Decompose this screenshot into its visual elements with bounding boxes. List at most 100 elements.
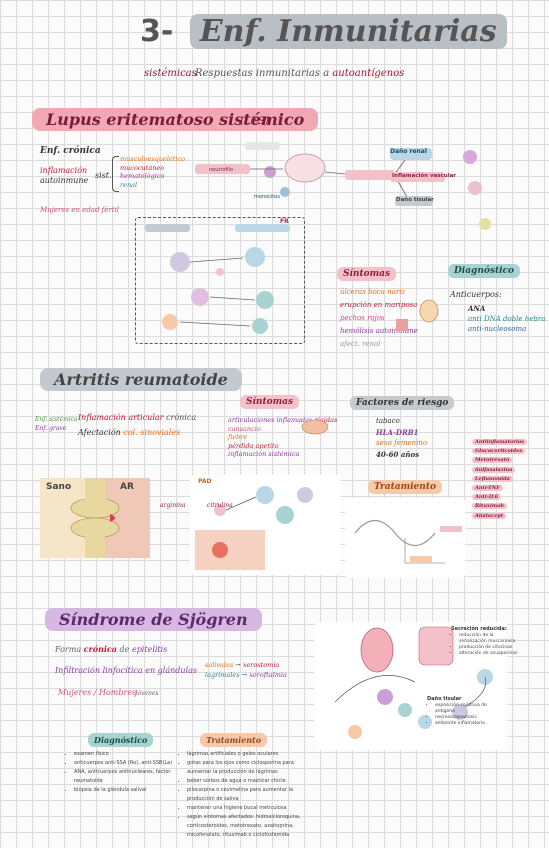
sintoma-item: afect. renal: [340, 340, 381, 348]
lupus-enf: Enf. crónica: [40, 146, 101, 156]
sj-trat-item: lágrimas artificiales o geles oculares: [187, 750, 312, 759]
pathway-box-tisular: [395, 196, 433, 206]
treatment-item: Anti-TNF: [472, 485, 503, 492]
sj-dano-item: ambiente inflamatorio: [435, 721, 505, 727]
label-monocitos: monocitos: [254, 194, 280, 200]
sjogren-title-text: Síndrome de Sjögren: [59, 610, 248, 629]
label-sano: Sano: [46, 482, 72, 492]
joint-svg: [40, 478, 150, 558]
sj-forma-b: crónica: [83, 644, 117, 654]
sj-trat-item: beber sorbos de agua o masticar chicle: [187, 777, 312, 786]
label-inflam-vascular: Inflamación vascular: [392, 173, 457, 179]
title-box: Enf. Inmunitarias: [189, 14, 507, 49]
sj-diag-item: ANA, anticuerpos antinucleares, factor r…: [74, 768, 179, 786]
subtitle-highlight: autoantígenos: [332, 68, 405, 79]
sj-dano-title: Daño tisular: [427, 696, 462, 702]
lupus-dashed-box: [135, 217, 305, 344]
ar-title: Artritis reumatoide: [40, 368, 242, 391]
sj-lagrimales: lagrimales: [205, 671, 240, 679]
sj-forma: Forma crónica de epitelitis: [55, 644, 167, 654]
diag-item: anti-nucleosoma: [468, 325, 527, 333]
pathway-box-vascular: [390, 172, 445, 182]
lupus-diag-title: Diagnóstico: [448, 264, 521, 278]
sj-infil: Infiltración linfocítica en glándulas: [55, 666, 197, 675]
sj-dano-item: necrosis/apoptosis: [435, 715, 505, 721]
sj-gland-diagram: [315, 622, 507, 750]
sj-salivales: salivales: [205, 661, 234, 669]
lupus-anticuerpos: Anticuerpos:: [450, 290, 502, 299]
sj-xerostomia: xerostomía: [242, 661, 280, 669]
immune-cell: [252, 318, 268, 334]
ar-line1: Inflamación articular crónica: [78, 413, 196, 422]
diag-item: ANA: [468, 304, 486, 313]
ar-treatment-list: Antiinflamatorios Glucocorticoides Metot…: [472, 438, 527, 521]
sj-forma-c: de: [119, 645, 130, 654]
organs-list: musculoesquelético mucocutáneo hematológ…: [120, 155, 185, 189]
immune-cell: [162, 314, 178, 330]
pathway-cell: [284, 153, 326, 183]
label-arginina: arginina: [160, 502, 186, 509]
sj-edad: Jóvenes: [135, 690, 159, 697]
label-dano-tisular: Daño tisular: [396, 197, 434, 203]
factor-item: HLA-DRB1: [376, 428, 419, 437]
lupus-auto: autoinmune: [40, 176, 89, 185]
sj-secrecion-item: alteración de acuaporinas: [459, 651, 519, 657]
sj-diag-title: Diagnóstico: [88, 733, 154, 747]
subtitle-text: Respuestas inmunitarias a: [195, 68, 330, 79]
page-title: 3- Enf. Inmunitarias sistémicas: [140, 14, 549, 84]
title-sub: sistémicas: [144, 68, 197, 79]
lupus-sintomas-title: Síntomas: [337, 267, 397, 281]
pathway-box-apoptosis: [195, 164, 250, 174]
treatment-item: Metotrexato: [472, 457, 513, 464]
sj-dano-item: exposición continua de antígeno: [435, 703, 505, 715]
lupus-immune-diagram: [145, 224, 290, 334]
organs-brace: [112, 156, 119, 192]
ar-treatment-diagram: [345, 498, 465, 578]
label-neutrofilo: neutrófilo: [209, 167, 233, 173]
sj-secrecion-item: reducción de la señalización muscarínica: [459, 633, 519, 645]
ar-sintoma-item: pérdida apetito: [228, 441, 279, 450]
sj-glands: salivales → xerostomía lagrimales → xero…: [205, 661, 287, 679]
organ-item: musculoesquelético: [120, 155, 186, 163]
lupus-sintomas-list: úlceras boca nariz erupción en mariposa …: [340, 286, 418, 351]
treatment-item: Leflunomida: [472, 475, 513, 482]
lupus-title-text: Lupus eritematoso sistémico: [46, 110, 305, 129]
pathway-cell: [468, 181, 482, 195]
label-dano-renal: Daño renal: [390, 148, 427, 155]
immune-box: [145, 224, 190, 232]
ar-line2: Afectación col. sinoviales: [78, 428, 180, 437]
lupus-sist: sist.: [95, 171, 112, 180]
ar-sintoma-item: inflamación sistémica: [228, 450, 300, 458]
sj-diag-item: examen físico: [74, 750, 179, 759]
face-icon: [419, 299, 439, 323]
sj-gland-svg: [334, 626, 493, 739]
sintoma-item: erupción en mariposa: [340, 301, 418, 309]
label-citrulina: citrulina: [207, 502, 233, 509]
sj-trat-item: gotas para los ojos como ciclosporina pa…: [187, 759, 312, 777]
sj-sexo: Mujeres / Hombres: [58, 688, 137, 697]
immune-cell: [191, 288, 209, 306]
sj-diag-list: examen físico anticuerpos anti-SSA (Ro),…: [64, 750, 179, 795]
ar-line1-b: crónica: [166, 413, 197, 422]
immune-arrow: [209, 296, 256, 301]
treatment-item: Glucocorticoides: [472, 448, 526, 455]
label-ar: AR: [120, 482, 134, 492]
immune-arrow: [179, 321, 251, 327]
immune-box: [235, 224, 290, 232]
lupus-diag-list: ANA anti DNA doble hebra anti-nucleosoma: [468, 304, 545, 334]
skin-icon: [396, 319, 408, 331]
pathway-arrow: [324, 171, 346, 175]
page-subtitle: Respuestas inmunitarias a autoantígenos: [195, 68, 404, 79]
sj-trat-item: según síntomas afectados: hidroxicloroqu…: [187, 813, 312, 840]
ar-sintomas-title: Síntomas: [240, 395, 300, 409]
sj-diag-item: anticuerpos anti-SSA (Ro), anti-SSB(La): [74, 759, 179, 768]
lupus-women: Mujeres en edad fértil: [40, 206, 120, 214]
sj-xeroftalmia: xeroftalmia: [249, 671, 287, 679]
ar-factores-list: tabaco HLA-DRB1 sexo femenino 40-60 años: [376, 416, 427, 460]
ar-immune-diagram: [190, 475, 340, 575]
organ-item: mucocutáneo: [120, 163, 165, 172]
joint-diagram: [40, 478, 150, 558]
pathway-box-immune: [345, 170, 395, 180]
ar-side: Enf. sistémica Enf. grave: [35, 415, 78, 433]
immune-cell-small: [216, 268, 224, 276]
